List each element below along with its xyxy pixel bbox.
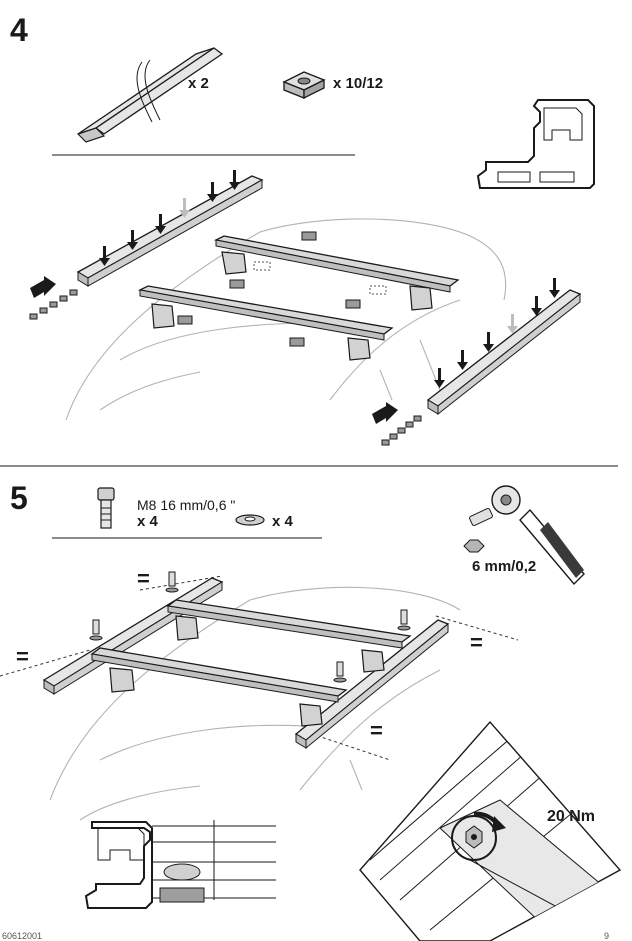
rail-part-icon bbox=[76, 47, 224, 143]
crossbar-feet-top bbox=[151, 251, 433, 361]
rail-profile-section-bottom bbox=[84, 820, 276, 909]
insert-arrows-left bbox=[99, 170, 240, 266]
crossbar-front-mounted bbox=[90, 647, 348, 703]
bolt-icon bbox=[97, 487, 115, 529]
equal-mark-front-left: = bbox=[16, 644, 29, 669]
bolt-spec: M8 16 mm/0,6 " bbox=[137, 497, 236, 513]
nut-row-right bbox=[381, 415, 422, 446]
equal-mark-front-right: = bbox=[370, 718, 383, 743]
equal-mark-rear-left: = bbox=[137, 566, 150, 591]
insert-arrows-right bbox=[434, 278, 560, 388]
rail-profile-section-top bbox=[476, 99, 595, 189]
page-number: 9 bbox=[604, 931, 610, 941]
crossbar-rear bbox=[214, 235, 460, 293]
right-rail-bottom bbox=[294, 619, 450, 750]
square-nut-icon bbox=[282, 71, 326, 100]
car-roof-outline-bottom bbox=[49, 586, 461, 821]
crossbar-rear-mounted bbox=[166, 599, 412, 649]
loose-nuts-top bbox=[177, 231, 387, 347]
right-roof-rail bbox=[426, 289, 582, 416]
rail-quantity: x 2 bbox=[188, 75, 209, 92]
left-roof-rail bbox=[76, 175, 264, 287]
washer-quantity: x 4 bbox=[272, 513, 293, 530]
nut-row-left bbox=[29, 289, 78, 320]
slide-arrow-left bbox=[30, 276, 56, 298]
equal-mark-right: = bbox=[470, 630, 483, 655]
hex-key-icon bbox=[463, 539, 485, 553]
step-5-number: 5 bbox=[10, 480, 28, 516]
bolt-quantity: x 4 bbox=[137, 513, 158, 530]
document-number: 60612001 bbox=[2, 931, 43, 941]
washer-icon bbox=[235, 514, 265, 526]
nut-quantity: x 10/12 bbox=[333, 75, 384, 92]
hex-key-size: 6 mm/0,2 bbox=[472, 558, 537, 575]
spacing-guides bbox=[0, 575, 519, 761]
wrench-icon bbox=[469, 485, 585, 586]
step-4-number: 4 bbox=[10, 12, 28, 48]
torque-detail-view bbox=[359, 720, 622, 941]
crossbar-feet-bottom bbox=[109, 615, 385, 727]
torque-value: 20 Nm bbox=[547, 808, 596, 825]
crossbar-front bbox=[137, 285, 394, 341]
slide-arrow-right bbox=[372, 402, 398, 424]
mounting-bolts bbox=[89, 571, 411, 683]
